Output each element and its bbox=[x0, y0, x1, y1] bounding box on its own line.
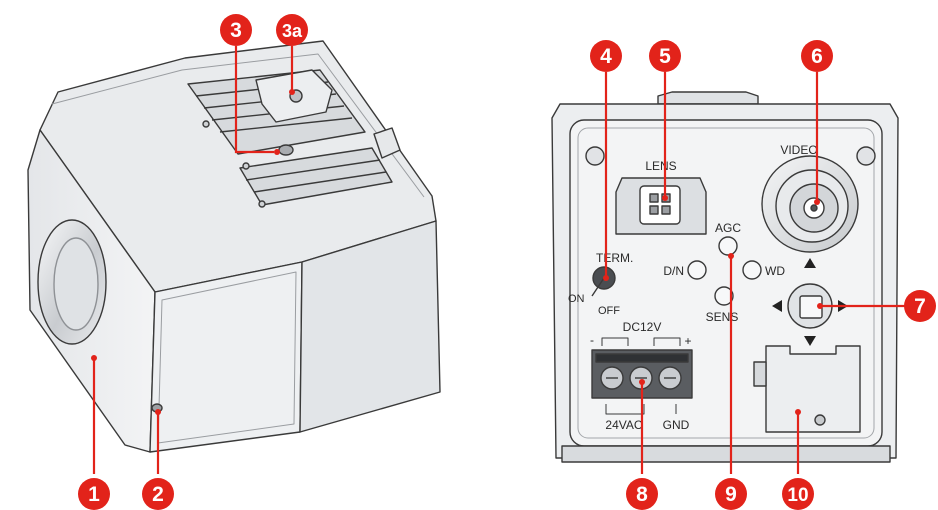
svg-text:3a: 3a bbox=[282, 21, 303, 41]
arrow-up-icon bbox=[804, 258, 816, 268]
svg-text:3: 3 bbox=[230, 19, 242, 42]
svg-text:5: 5 bbox=[659, 45, 671, 68]
rear-panel-labels: LENS VIDEO TERM. ON OFF AGC D/N WD SENS … bbox=[568, 143, 818, 432]
label-lens: LENS bbox=[645, 159, 676, 173]
label-off: OFF bbox=[598, 305, 620, 317]
label-agc: AGC bbox=[715, 221, 741, 235]
camera-right-face bbox=[299, 220, 441, 433]
label-dn: D/N bbox=[663, 264, 684, 278]
corner-screw-tl bbox=[585, 146, 605, 166]
camera-front-face bbox=[149, 261, 303, 453]
callout-3: 3 bbox=[220, 14, 252, 46]
corner-screw-tr bbox=[856, 146, 876, 166]
callout-3a: 3a bbox=[276, 14, 308, 46]
cover-plate bbox=[753, 345, 861, 433]
camera-front-view bbox=[27, 40, 441, 453]
joystick bbox=[787, 283, 833, 329]
label-gnd: GND bbox=[663, 418, 690, 432]
label-minus: - bbox=[590, 333, 594, 347]
svg-text:2: 2 bbox=[152, 483, 164, 506]
callout-1: 1 bbox=[78, 478, 110, 510]
arrow-left-icon bbox=[772, 300, 782, 312]
callout-10: 10 bbox=[782, 478, 814, 510]
callout-6: 6 bbox=[801, 40, 833, 72]
svg-text:9: 9 bbox=[725, 483, 737, 506]
label-video: VIDEO bbox=[780, 143, 817, 157]
label-dc12v: DC12V bbox=[623, 320, 662, 334]
label-term: TERM. bbox=[596, 251, 633, 265]
svg-text:6: 6 bbox=[811, 45, 823, 68]
callout-9: 9 bbox=[715, 478, 747, 510]
callout-8: 8 bbox=[626, 478, 658, 510]
joystick-arrows bbox=[772, 258, 848, 346]
svg-text:8: 8 bbox=[636, 483, 648, 506]
svg-text:10: 10 bbox=[787, 485, 808, 506]
sens-button bbox=[714, 286, 734, 306]
video-bnc-connector bbox=[761, 155, 859, 253]
svg-text:7: 7 bbox=[914, 295, 926, 318]
camera-rear-view bbox=[551, 91, 899, 463]
label-sens: SENS bbox=[706, 310, 739, 324]
label-on: ON bbox=[568, 293, 585, 305]
svg-text:4: 4 bbox=[600, 45, 612, 68]
lens-connector bbox=[615, 177, 707, 235]
callout-4: 4 bbox=[590, 40, 622, 72]
callout-2: 2 bbox=[142, 478, 174, 510]
agc-button bbox=[718, 236, 738, 256]
label-wd: WD bbox=[765, 264, 785, 278]
callout-leaders bbox=[91, 46, 916, 474]
wd-button bbox=[742, 260, 762, 280]
mounting-hole-3 bbox=[278, 144, 294, 156]
dn-button bbox=[687, 260, 707, 280]
callout-5: 5 bbox=[649, 40, 681, 72]
svg-text:1: 1 bbox=[88, 483, 100, 506]
arrow-down-icon bbox=[804, 336, 816, 346]
label-plus: + bbox=[684, 334, 691, 348]
rear-knob bbox=[373, 127, 401, 159]
callout-7: 7 bbox=[904, 290, 936, 322]
label-24vac: 24VAC bbox=[605, 418, 642, 432]
